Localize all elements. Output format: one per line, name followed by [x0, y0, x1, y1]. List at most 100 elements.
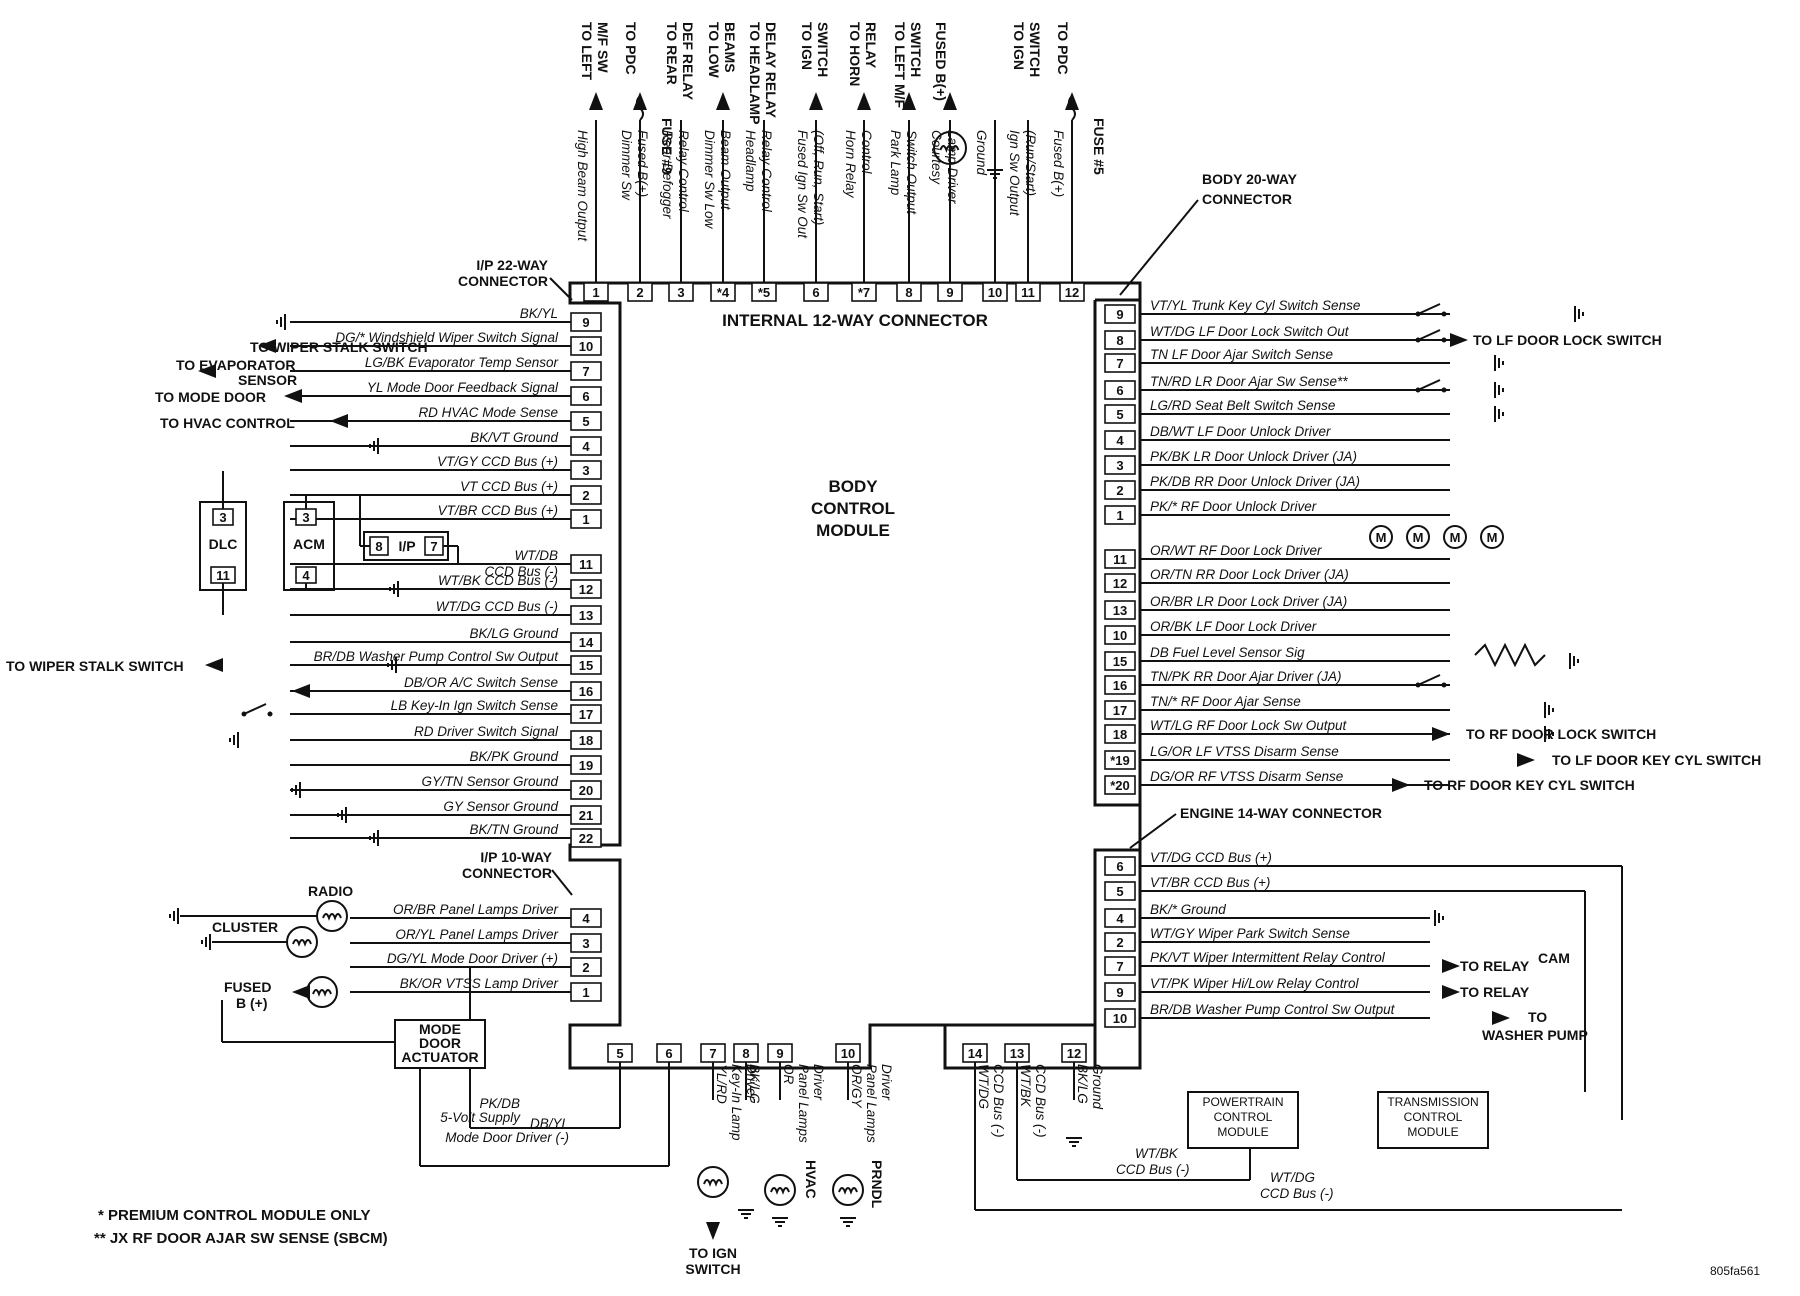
top-pin-7-box: [851, 282, 877, 302]
top-label-4-1: Dimmer Sw Low: [702, 130, 717, 230]
top-label-9-2: Lamp Driver: [945, 130, 960, 204]
ip10-leader: [551, 869, 573, 896]
ip22-leader: [549, 277, 573, 301]
top-dest-11-1: TO IGN: [1011, 22, 1027, 70]
bottom-pin-4-number: 8: [742, 1046, 749, 1061]
top-pin-10-number: 10: [988, 285, 1002, 300]
top-pin-10-box: [982, 282, 1008, 302]
body20-switch-icon-15: [1415, 674, 1447, 688]
ip22-pin-4-number: 6: [582, 389, 589, 404]
ip22-label-10: WT/DB: [515, 548, 559, 563]
cluster-label: CLUSTER: [212, 919, 278, 935]
ip22-ground-icon-6: [369, 438, 379, 454]
top-dest-5-1: TO HEADLAMP: [747, 22, 763, 124]
rf-key-arrow-icon: [1392, 778, 1410, 792]
body20-pin-8-box: [1104, 480, 1136, 500]
ip22-pin-14-number: 15: [579, 658, 593, 673]
ip22-label-16: LB Key-In Ign Switch Sense: [391, 698, 558, 713]
switch-contact: [1441, 387, 1447, 393]
body20-pin-9-box: [1104, 505, 1136, 525]
body20-label-17: WT/LG RF Door Lock Sw Output: [1150, 718, 1348, 733]
bottom-label-4-1: BK/LG: [747, 1064, 762, 1104]
rf-lock-dest: TO RF DOOR LOCK SWITCH: [1466, 726, 1656, 742]
body20-pin-6-box: [1104, 430, 1136, 450]
motor-circle: [1406, 525, 1430, 549]
top-fuse-2: FUSE #9: [659, 118, 675, 175]
top-pin-11-box: [1015, 282, 1041, 302]
bottom-label-9-1: BK/LG: [1075, 1064, 1090, 1104]
ip10-pin-2-number: 3: [582, 936, 589, 951]
lamp-bulb: [832, 1174, 864, 1206]
top-pin-1-number: 1: [592, 285, 599, 300]
engine14-label-1: VT/DG CCD Bus (+): [1150, 850, 1272, 865]
top-dest-4-1: TO LOW: [706, 22, 722, 79]
body20-pin-1-box: [1104, 304, 1136, 324]
body20-ground-icon-4: [1494, 382, 1504, 398]
top-pin-2-number: 2: [636, 285, 643, 300]
ip22-label-15: DB/OR A/C Switch Sense: [404, 675, 558, 690]
ip10-label-4: BK/OR VTSS Lamp Driver: [400, 976, 559, 991]
lamp-filament: [322, 913, 342, 921]
dlc-pin-top-number: 3: [219, 510, 226, 525]
engine14-pin-6-box: [1104, 982, 1136, 1002]
ip22-pin-6-number: 4: [582, 439, 590, 454]
body20-pin-10-box: [1104, 549, 1136, 569]
body20-label-19: DG/OR RF VTSS Disarm Sense: [1150, 769, 1343, 784]
body20-pin-5-number: 5: [1116, 407, 1123, 422]
bottom-label-2-2: Mode Door Driver (-): [445, 1130, 569, 1145]
acm-pin-bottom-number: 4: [302, 568, 310, 583]
body20-label-4: TN/RD LR Door Ajar Sw Sense**: [1150, 374, 1348, 389]
ip22-label-8: VT CCD Bus (+): [460, 479, 558, 494]
ip22-dest-2: TO WIPER STALK SWITCH: [250, 339, 428, 355]
top-dest-3-2: DEF RELAY: [680, 22, 696, 101]
engine14-pin-7-box: [1104, 1008, 1136, 1028]
body20-pin-5-box: [1104, 404, 1136, 424]
top-pin-6-number: 6: [812, 285, 819, 300]
engine14-pin-2-number: 5: [1116, 884, 1123, 899]
hvac-ac-arrow-icon: [292, 684, 310, 698]
ip22-pin-10-number: 11: [579, 557, 593, 572]
ip22-arrow-icon-3: [198, 364, 216, 378]
top-dest-7-1: TO HORN: [847, 22, 863, 86]
ip22-label-7: VT/GY CCD Bus (+): [437, 454, 558, 469]
switch-blade: [1417, 303, 1441, 315]
motor-letter: M: [1487, 530, 1498, 545]
figure-code: 805fa561: [1710, 1264, 1760, 1278]
body20-pin-16-number: 17: [1113, 703, 1127, 718]
top-dest-6-1: TO IGN: [799, 22, 815, 70]
engine14-label-3: BK/* Ground: [1150, 902, 1226, 917]
top-label-10-1: Ground: [974, 130, 989, 176]
top-pin-3-number: 3: [677, 285, 684, 300]
courtesy-lamp-icon: [933, 131, 967, 165]
body20-label-6: DB/WT LF Door Unlock Driver: [1150, 424, 1331, 439]
ip22-arrow-icon-5: [330, 414, 348, 428]
body20-pin-12-box: [1104, 600, 1136, 620]
ip22-arrow-icon-2: [258, 339, 276, 353]
top-pin-8-box: [896, 282, 922, 302]
bottom-label-8-2: CCD Bus (-): [1033, 1064, 1048, 1138]
body20-pin-14-box: [1104, 651, 1136, 671]
ip22-label-13: BK/LG Ground: [469, 626, 558, 641]
ip22-pin-15-number: 16: [579, 684, 593, 699]
top-arrow-icon-7: [857, 92, 871, 110]
body20-pin-15-box: [1104, 675, 1136, 695]
body20-label-2: WT/DG LF Door Lock Switch Out: [1150, 324, 1350, 339]
body20-leader: [1119, 199, 1199, 296]
actuator-label-1: MODE: [419, 1021, 461, 1037]
relay-dest-2: TO RELAY: [1460, 984, 1530, 1000]
dlc-pin-bottom-number: 11: [216, 568, 230, 583]
acm-box: [283, 501, 335, 591]
top-label-5-2: Relay Control: [759, 130, 774, 213]
lamp-bulb: [286, 926, 318, 958]
bottom-pin-1-number: 5: [616, 1046, 623, 1061]
body20-label-18: LG/OR LF VTSS Disarm Sense: [1150, 744, 1339, 759]
prndl-label: PRNDL: [869, 1160, 885, 1209]
door-lock-m1-icon: M: [1369, 525, 1393, 549]
top-label-11-2: (Run/Start): [1023, 130, 1038, 196]
ip22-ground-icon-21: [369, 830, 379, 846]
engine14-label-4: WT/GY Wiper Park Switch Sense: [1150, 926, 1350, 941]
top-dest-12-1: TO PDC: [1055, 22, 1071, 75]
engine14-pin-1-box: [1104, 856, 1136, 876]
